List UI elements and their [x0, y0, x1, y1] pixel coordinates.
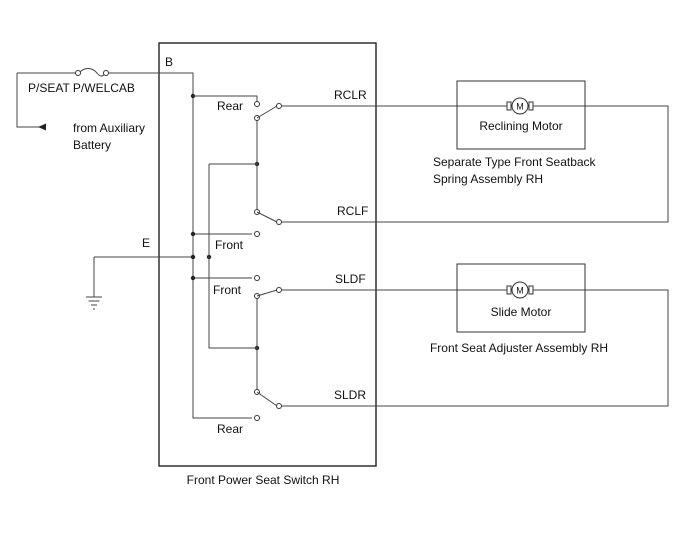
sldf-label: SLDF: [335, 272, 366, 286]
switch-contact-rclr: [254, 101, 669, 225]
rear-top-label: Rear: [217, 99, 243, 113]
switch-contact-rclf: [254, 209, 278, 237]
front-upper-label: Front: [215, 238, 244, 252]
aux-battery-label-1: from Auxiliary: [73, 121, 145, 135]
ground-icon: [86, 296, 102, 310]
slide-motor-box: [456, 263, 586, 333]
adjuster-assembly-label: Front Seat Adjuster Assembly RH: [430, 341, 608, 355]
reclining-motor-box: [456, 80, 586, 150]
fuse-label: P/SEAT P/WELCAB: [28, 81, 135, 95]
terminal-b-label: B: [165, 55, 173, 69]
front-lower-label: Front: [213, 283, 242, 297]
switch-assembly-label: Front Power Seat Switch RH: [187, 473, 340, 487]
seatback-assembly-label-2: Spring Assembly RH: [433, 172, 543, 186]
switch-contact-sldf: [254, 275, 669, 409]
switch-box: [158, 42, 377, 467]
ground-circuit: [86, 233, 252, 310]
motor-symbol: M: [516, 286, 524, 296]
motor-icon: M: [506, 97, 534, 115]
junction-dot: [190, 275, 196, 281]
sldr-label: SLDR: [334, 388, 366, 402]
slide-motor-label: Slide Motor: [491, 305, 552, 319]
junction-dot: [190, 231, 196, 237]
rear-bottom-label: Rear: [217, 422, 243, 436]
reclining-motor-label: Reclining Motor: [479, 119, 562, 133]
motor-symbol: M: [516, 102, 524, 112]
aux-battery-label-2: Battery: [73, 138, 111, 152]
switch-contact-sldr: [254, 389, 278, 421]
terminal-e-label: E: [142, 236, 150, 250]
seatback-assembly-label-1: Separate Type Front Seatback: [433, 155, 597, 169]
rclr-label: RCLR: [334, 88, 367, 102]
rclf-label: RCLF: [337, 204, 368, 218]
junction-dot: [190, 254, 196, 260]
arrow-left-icon: [38, 123, 46, 131]
supply-circuit: [16, 68, 252, 419]
motor-icon: M: [506, 281, 534, 299]
fuse-icon: [78, 68, 106, 77]
